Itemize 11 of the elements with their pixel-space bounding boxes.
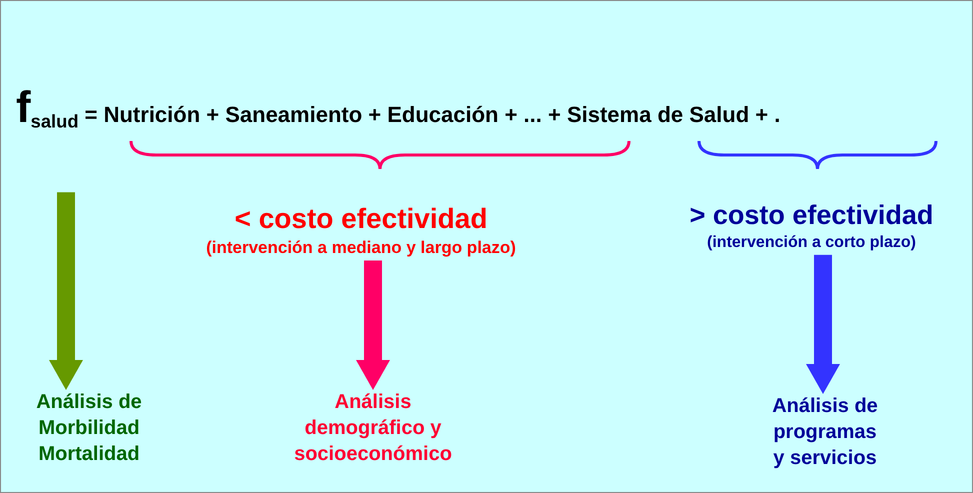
result-text: Análisis de Morbilidad Mortalidad xyxy=(35,390,143,467)
result-text: Análisis demográfico y socioeconómico xyxy=(293,390,453,467)
result-text: Análisis de programas y servicios xyxy=(771,394,879,471)
subheading-text: (intervención a corto plazo) xyxy=(706,233,917,254)
block-arrow xyxy=(806,254,840,394)
block-arrow xyxy=(356,260,390,390)
formula-text: f$_{salud}$ = Nutrición + Saneamiento + Educación + ... + Sistema de Salud + . xyxy=(16,82,782,134)
heading-text: > costo efectividad xyxy=(688,199,934,232)
heading-text: < costo efectividad xyxy=(234,202,488,236)
block-arrow xyxy=(49,192,83,390)
subheading-text: (intervención a mediano y largo plazo) xyxy=(205,237,517,260)
